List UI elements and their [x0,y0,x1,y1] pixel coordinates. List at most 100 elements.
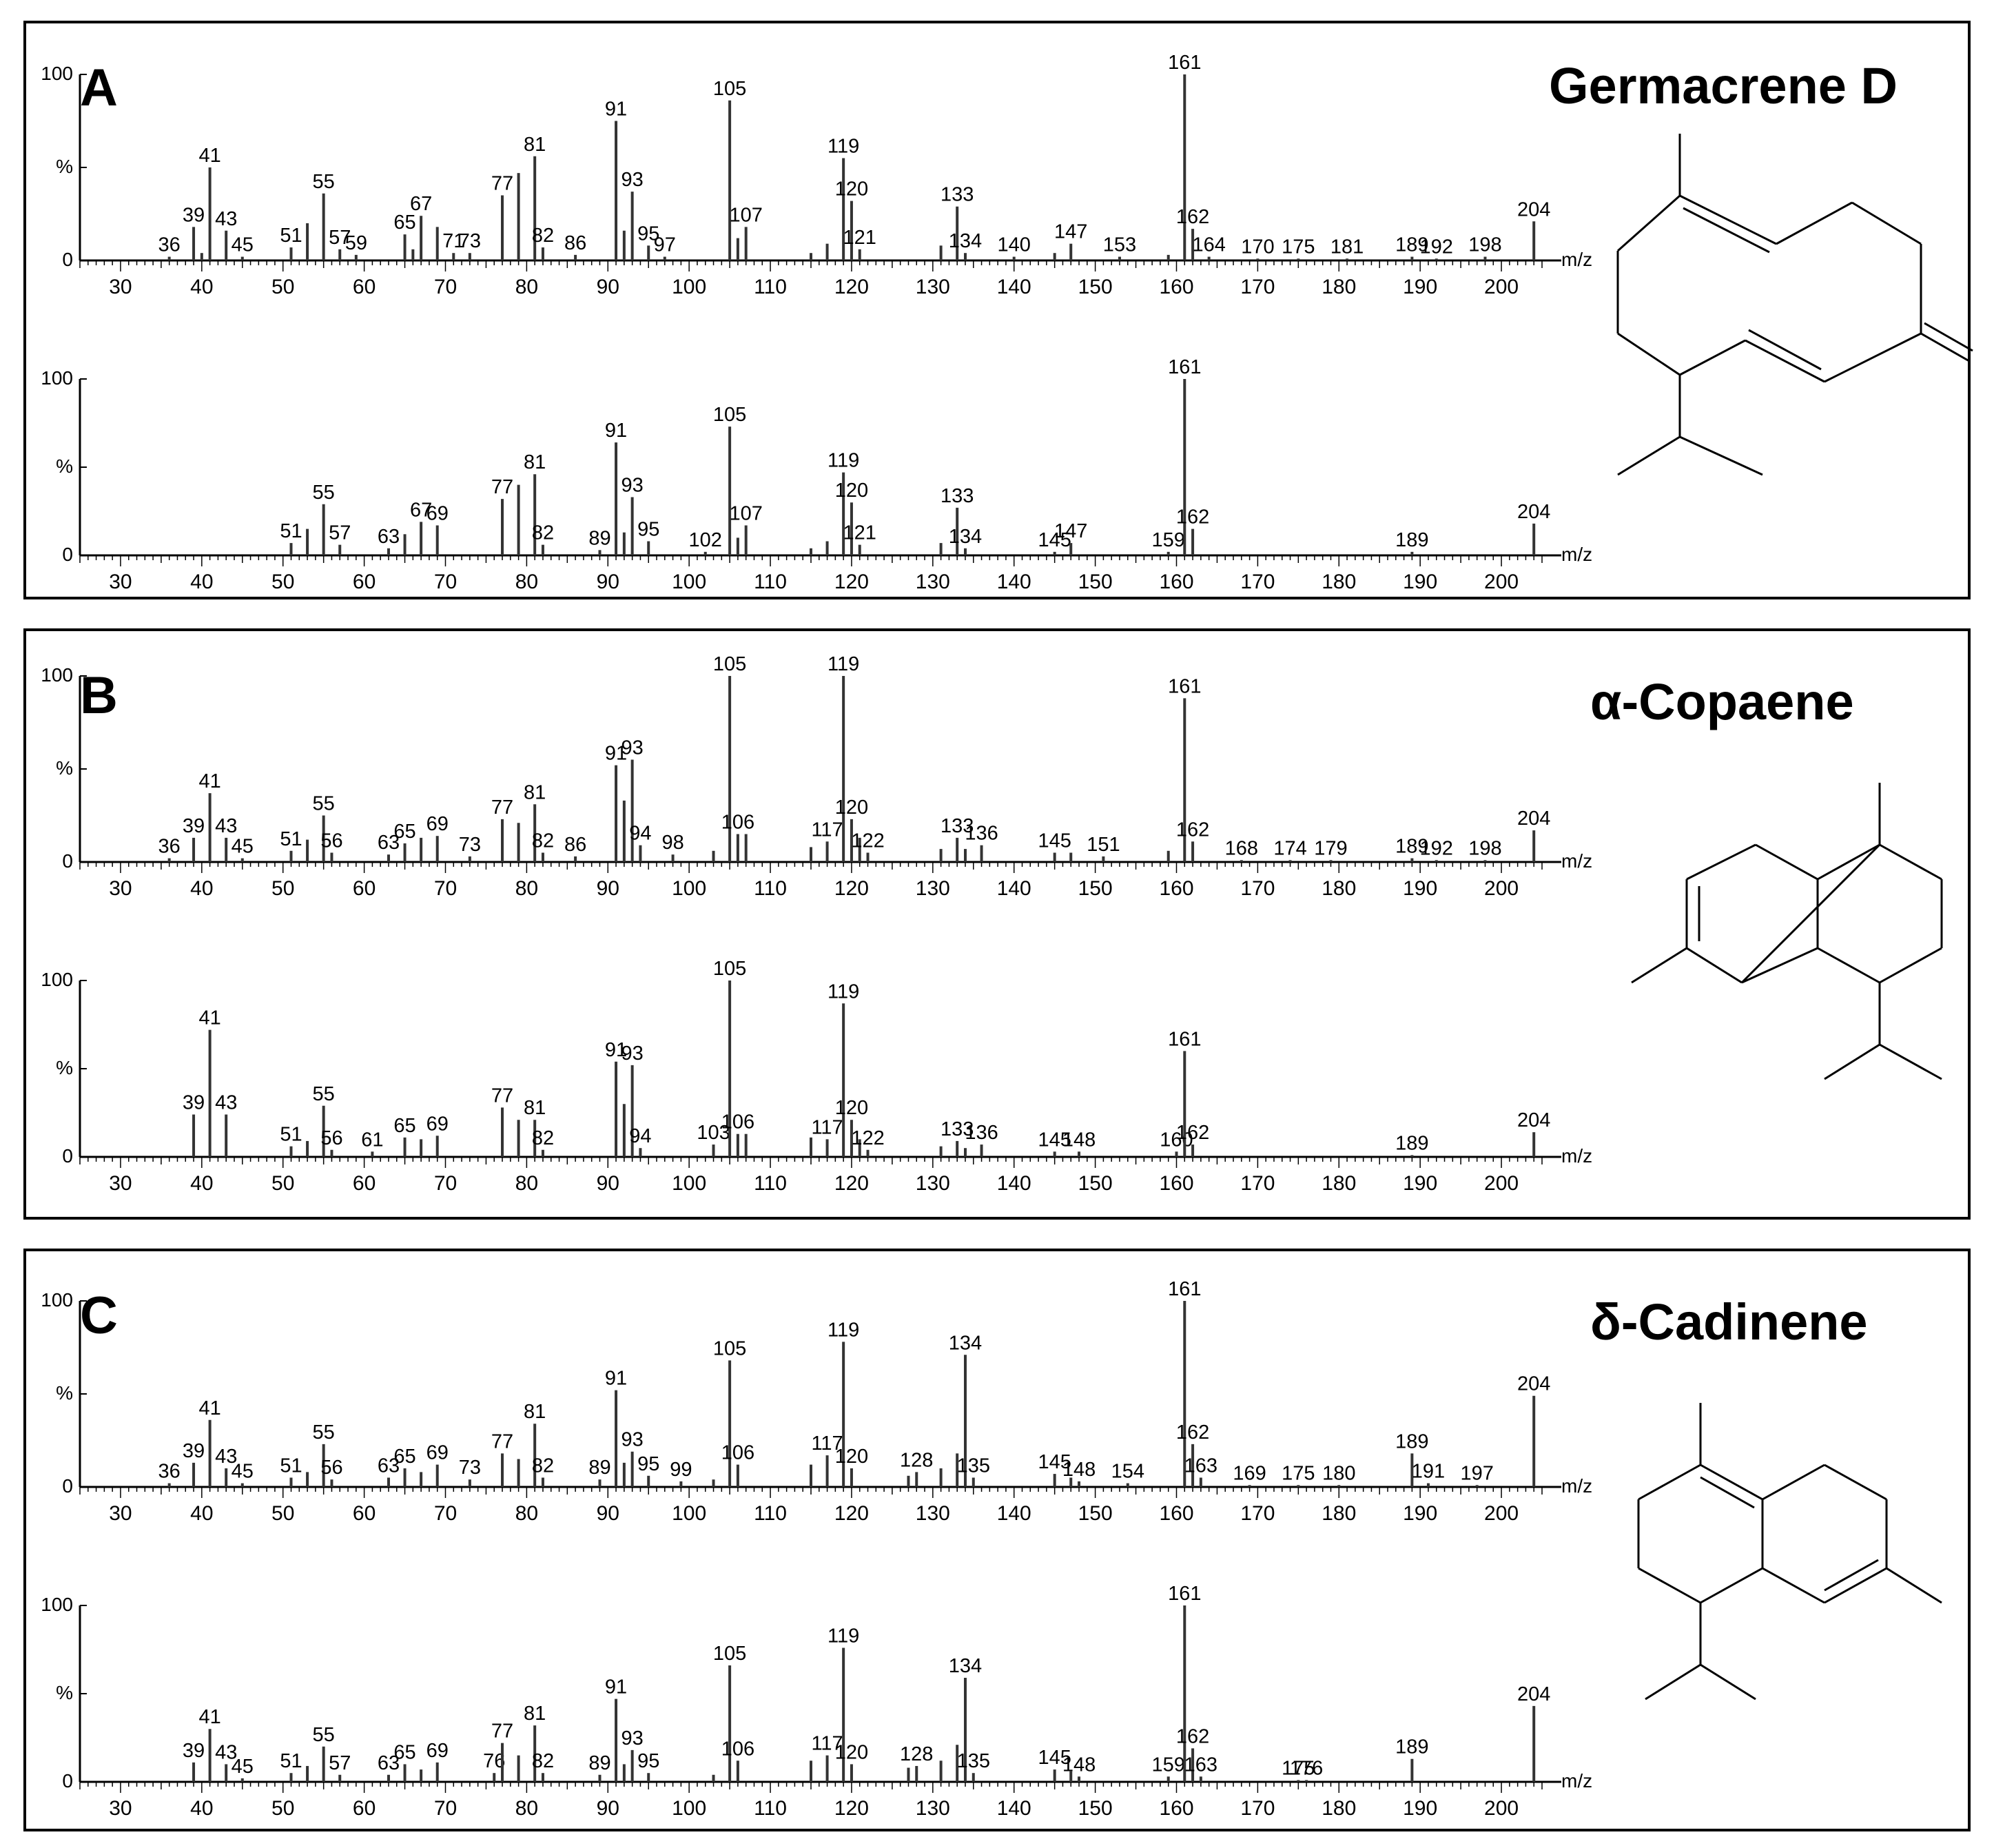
peak-label: 117 [811,1733,843,1755]
peak-label: 43 [215,1446,237,1468]
x-tick-label: 80 [515,1172,538,1195]
peak-label: 161 [1168,1028,1201,1050]
peak-label: 169 [1233,1462,1266,1484]
peak-label: 39 [183,1740,205,1762]
x-tick-label: 120 [834,276,869,298]
peak-label: 63 [378,526,400,548]
x-tick-label: 100 [672,1172,706,1195]
x-tick-label: 100 [672,1502,706,1525]
peak-label: 161 [1168,675,1201,697]
y-tick-label: % [56,455,73,477]
peak-label: 145 [1038,1129,1071,1151]
x-tick-label: 120 [834,1172,869,1195]
x-tick-label: 90 [597,1172,619,1195]
peak-label: 121 [843,522,876,544]
x-tick-label: 150 [1078,1797,1113,1820]
x-tick-label: 100 [672,1797,706,1820]
x-tick-label: 190 [1403,571,1437,593]
peak-label: 51 [280,828,302,850]
compound-name: Germacrene D [1549,57,1898,114]
peak-label: 45 [232,1756,254,1778]
peak-label: 174 [1273,837,1306,859]
peak-label: 162 [1176,819,1209,841]
x-tick-label: 70 [434,276,457,298]
peak-label: 91 [605,1368,627,1390]
x-tick-label: 170 [1240,571,1275,593]
peak-label: 163 [1184,1455,1217,1477]
peak-label: 133 [941,815,974,837]
x-tick-label: 100 [672,571,706,593]
peak-label: 63 [378,832,400,854]
peak-label: 189 [1395,529,1428,551]
peak-label: 56 [320,830,342,852]
y-tick-label: 100 [41,664,73,686]
x-tick-label: 50 [271,1797,294,1820]
x-tick-label: 200 [1484,1502,1519,1525]
peak-label: 120 [835,1097,868,1119]
x-unit-label: m/z [1561,249,1592,270]
peak-label: 77 [491,1721,513,1743]
peak-label: 204 [1517,808,1550,830]
peak-label: 204 [1517,1109,1550,1131]
peak-label: 65 [393,821,415,843]
x-tick-label: 110 [754,1172,787,1195]
x-tick-label: 150 [1078,1172,1113,1195]
peak-label: 93 [621,1727,644,1749]
x-tick-label: 30 [109,1797,132,1820]
peak-label: 105 [713,78,746,100]
peak-label: 162 [1176,1421,1209,1444]
peak-label: 170 [1241,236,1274,258]
peak-label: 134 [949,1332,982,1354]
peak-label: 65 [393,1115,415,1137]
x-tick-label: 110 [754,1502,787,1525]
peak-label: 93 [621,1429,644,1451]
x-tick-label: 200 [1484,877,1519,900]
peak-label: 120 [835,1741,868,1763]
x-tick-label: 50 [271,877,294,900]
peak-label: 148 [1062,1129,1096,1151]
x-tick-label: 60 [353,571,376,593]
x-tick-label: 180 [1322,1172,1356,1195]
x-tick-label: 130 [916,571,950,593]
x-tick-label: 80 [515,877,538,900]
peak-label: 91 [605,1039,627,1061]
peak-label: 91 [605,99,627,121]
peak-label: 55 [313,793,335,815]
peak-label: 94 [629,823,651,845]
peak-label: 133 [941,184,974,206]
peak-label: 154 [1111,1461,1144,1483]
peak-label: 39 [183,204,205,226]
peak-label: 175 [1282,1462,1315,1484]
peak-label: 134 [949,230,982,252]
peak-label: 94 [629,1125,651,1147]
peak-label: 95 [637,1750,659,1772]
x-tick-label: 60 [353,1797,376,1820]
x-tick-label: 140 [997,1797,1031,1820]
peak-label: 91 [605,1676,627,1698]
x-tick-label: 110 [754,1797,787,1820]
peak-label: 73 [459,230,481,252]
x-tick-label: 90 [597,1502,619,1525]
peak-label: 161 [1168,52,1201,74]
x-tick-label: 50 [271,571,294,593]
x-tick-label: 40 [190,877,213,900]
y-tick-label: 100 [41,969,73,990]
peak-label: 189 [1395,1430,1428,1452]
peak-label: 179 [1314,837,1347,859]
peak-label: 82 [532,1750,554,1772]
peak-label: 81 [524,1401,546,1423]
x-tick-label: 30 [109,276,132,298]
peak-label: 41 [198,1397,220,1419]
peak-label: 191 [1412,1461,1445,1483]
peak-label: 121 [843,227,876,249]
peak-label: 55 [313,1083,335,1105]
panel-label: B [80,666,118,725]
peak-label: 128 [900,1449,933,1471]
peak-label: 161 [1168,356,1201,378]
peak-label: 105 [713,653,746,675]
peak-label: 57 [329,227,351,249]
peak-label: 136 [965,823,998,845]
